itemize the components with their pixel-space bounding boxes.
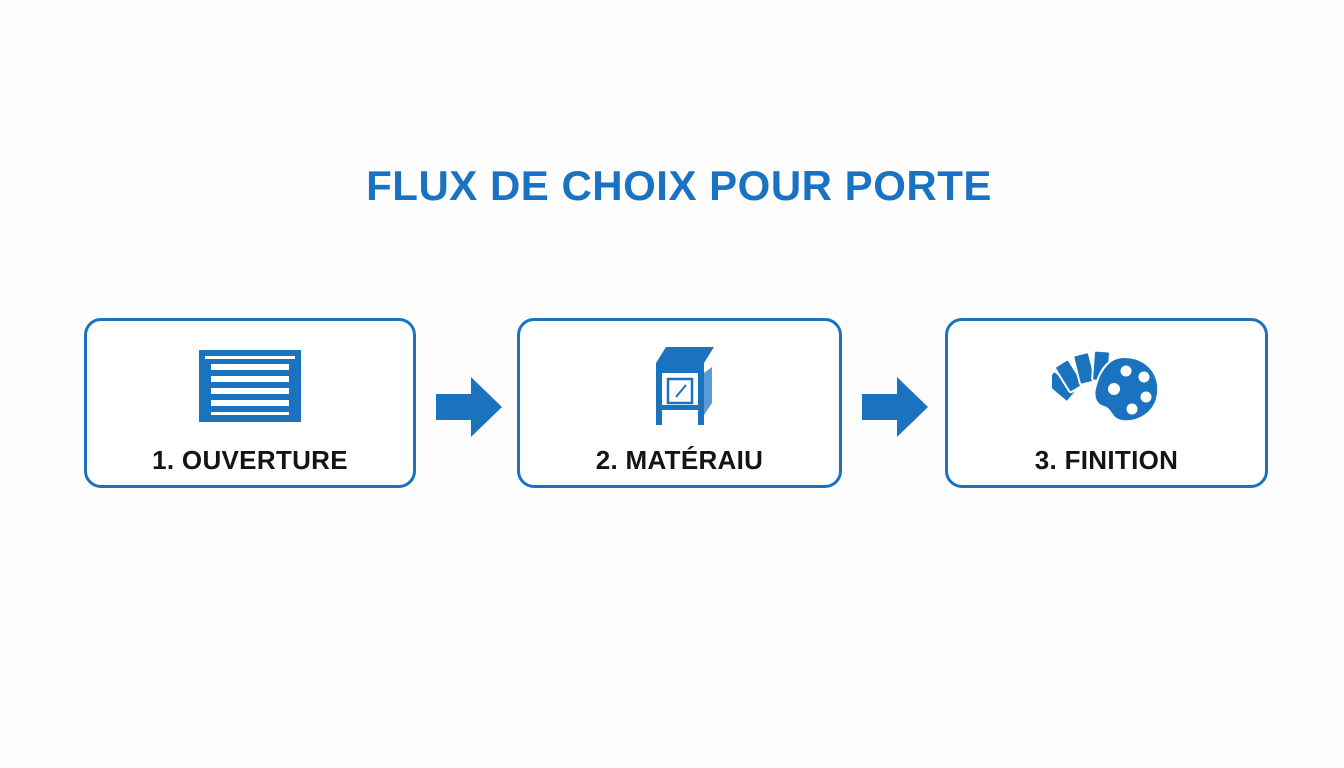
paint-palette-icon — [948, 343, 1265, 425]
step-label: 3. FINITION — [1034, 445, 1179, 475]
step-card-finition: 3. FINITION — [945, 318, 1268, 488]
garage-door-icon — [87, 343, 413, 425]
arrow-right-icon — [862, 377, 928, 437]
step-label: 1. OUVERTURE — [152, 445, 348, 475]
step-label: 2. MATÉRAIU — [595, 445, 764, 475]
arrow-right-icon — [436, 377, 502, 437]
page-title: FLUX DE CHOIX POUR PORTE — [366, 162, 992, 209]
step-card-ouverture: 1. OUVERTURE — [84, 318, 416, 488]
step-card-materiau: 2. MATÉRAIU — [517, 318, 842, 488]
material-box-icon — [520, 343, 839, 425]
